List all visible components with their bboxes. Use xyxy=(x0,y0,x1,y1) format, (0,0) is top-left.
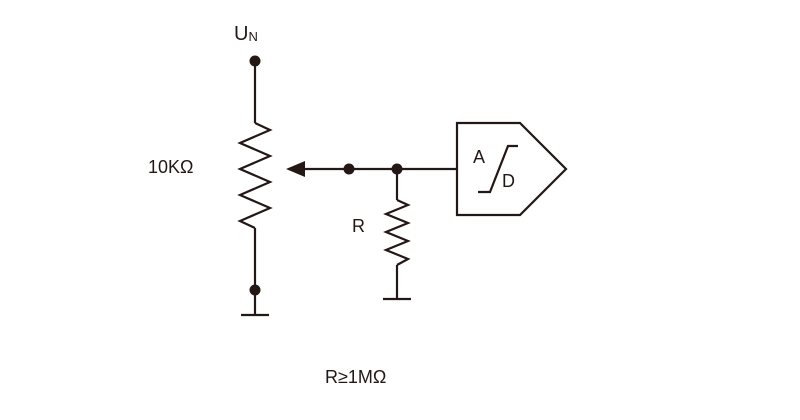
adc-label-d: D xyxy=(502,171,515,191)
adc-slash-symbol xyxy=(478,144,518,194)
resistance-note: R≥1MΩ xyxy=(325,367,386,387)
wiper-arrow xyxy=(286,161,305,177)
adc-label-a: A xyxy=(473,147,485,167)
supply-label-main: U xyxy=(234,23,248,45)
pot-value-label: 10KΩ xyxy=(148,157,193,177)
supply-label-subscript: N xyxy=(248,29,257,44)
potentiometer-zigzag xyxy=(237,122,273,229)
resistor-r-zigzag xyxy=(383,198,411,266)
adc-block xyxy=(455,121,568,217)
junction-node-1 xyxy=(343,163,355,175)
resistor-label: R xyxy=(352,216,365,236)
supply-label: UN xyxy=(234,23,258,45)
